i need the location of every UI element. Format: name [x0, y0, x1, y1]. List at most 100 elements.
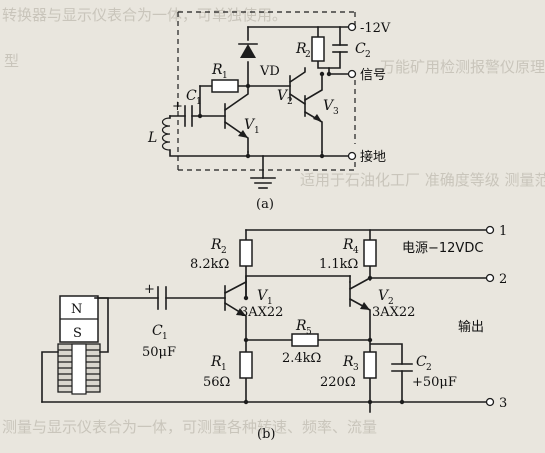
transistor-v1-collector: [223, 280, 247, 299]
label-r2: R: [295, 41, 307, 57]
resistor-r5: [291, 333, 319, 347]
terminal-label: 接地: [360, 149, 386, 165]
resistor-r1: [239, 351, 253, 379]
wire: [317, 26, 341, 69]
terminal-2[interactable]: [485, 273, 495, 283]
label-vd: VD: [259, 64, 280, 79]
terminal-number: 1: [499, 224, 507, 239]
transistor-v2-collector: [348, 276, 372, 291]
dashed-enclosure: [177, 11, 356, 171]
label-c2: C: [416, 354, 427, 370]
label-v3-sub: 3: [333, 107, 339, 117]
label-c1-sub: 1: [162, 332, 168, 342]
resistor-r2: [239, 239, 253, 267]
junction: [399, 399, 405, 405]
bg-text-line: 万能矿用检测报警仪原理: [380, 58, 545, 76]
transistor-v1-arrow: [238, 130, 248, 138]
transistor-v1-arrow: [236, 308, 246, 316]
label-v2-sub: 2: [388, 297, 394, 307]
background-text: 转换器与显示仪表合为一体，可单独使用。 型 万能矿用检测报警仪原理 适用于石油化…: [2, 6, 545, 436]
wire: [41, 297, 109, 403]
diagram-b: 1 电源−12VDC R 2 8.2kΩ R 4 1.1kΩ 2 输出 + C …: [41, 224, 507, 442]
label-r3: R: [342, 354, 354, 370]
polarity-mark: +: [172, 99, 183, 114]
label-r4-sub: 4: [353, 246, 359, 256]
resistor-r4: [363, 239, 377, 267]
transistor-v3-leads: [303, 73, 323, 153]
power-label: 电源−12VDC: [402, 241, 483, 256]
transistor-v3-arrow: [313, 114, 322, 122]
terminal-minus12v[interactable]: [347, 22, 357, 32]
terminal-signal[interactable]: [347, 69, 357, 79]
label-c1: C: [186, 88, 197, 104]
terminal-label: -12V: [360, 21, 391, 36]
transistor-v2-arrow: [360, 302, 370, 310]
magnet-south: S: [73, 326, 82, 341]
terminal-ground[interactable]: [347, 151, 357, 161]
wire: [169, 149, 249, 157]
model-v1: 3AX22: [240, 305, 283, 320]
label-r5-sub: 5: [306, 327, 312, 337]
label-r1: R: [210, 354, 222, 370]
label-r5: R: [295, 318, 307, 334]
label-r2-sub: 2: [305, 50, 311, 60]
label-v2: V: [378, 288, 390, 304]
caption-b: (b): [257, 427, 275, 442]
wire: [245, 275, 351, 283]
label-v1-sub: 1: [267, 297, 273, 307]
transistor-v2-emitter: [348, 297, 371, 341]
label-v1: V: [244, 117, 256, 133]
wire: [328, 67, 351, 75]
value-r5: 2.4kΩ: [282, 351, 321, 366]
bg-text-line: 型: [4, 52, 19, 70]
label-r2-sub: 2: [221, 246, 227, 256]
label-c1: C: [152, 323, 163, 339]
value-r4: 1.1kΩ: [319, 257, 358, 272]
junction: [245, 153, 251, 159]
label-r4: R: [342, 237, 354, 253]
label-r1-sub: 1: [222, 71, 228, 81]
pickup-coil-windings: [58, 349, 100, 387]
label-l: L: [147, 130, 157, 146]
label-r2: R: [210, 237, 222, 253]
label-v2: V: [277, 88, 289, 104]
resistor-r1: [211, 79, 239, 93]
terminal-number: 3: [499, 396, 507, 411]
label-c2-sub: 2: [426, 363, 432, 373]
label-v1: V: [257, 288, 269, 304]
label-c2: C: [355, 41, 366, 57]
model-v2: 3AX22: [372, 305, 415, 320]
label-c2-sub: 2: [365, 50, 371, 60]
bg-text-line: 适用于石油化工厂 准确度等级 测量范围: [300, 171, 545, 189]
diode-vd: [240, 44, 256, 58]
caption-a: (a): [256, 197, 274, 212]
label-v3: V: [323, 98, 335, 114]
pickup-coil-core: [71, 343, 87, 395]
value-c2: +50μF: [412, 375, 457, 390]
terminal-3[interactable]: [485, 397, 495, 407]
junction: [319, 153, 325, 159]
magnet-north: N: [71, 302, 82, 317]
polarity-mark: +: [144, 282, 155, 297]
diagram-a: -12V VD R 2 C 2 信号 R 1 V 1: [147, 11, 391, 212]
wire: [199, 85, 226, 117]
label-r1-sub: 1: [221, 363, 227, 373]
bg-text-line: 转换器与显示仪表合为一体，可单独使用。: [2, 6, 287, 24]
label-c1-sub: 1: [196, 97, 202, 107]
terminal-1[interactable]: [485, 225, 495, 235]
value-c1: 50μF: [142, 345, 176, 360]
terminal-number: 2: [499, 272, 507, 287]
value-r3: 220Ω: [320, 375, 356, 390]
value-r2: 8.2kΩ: [190, 257, 229, 272]
junction: [319, 71, 325, 77]
transistor-v2-leads: [288, 67, 307, 106]
label-r3-sub: 3: [353, 363, 359, 373]
resistor-r2: [311, 36, 325, 62]
label-v1-sub: 1: [254, 126, 260, 136]
resistor-r3: [363, 351, 377, 379]
inductor-l: [161, 117, 171, 151]
wire: [369, 339, 403, 403]
junction: [326, 71, 332, 77]
